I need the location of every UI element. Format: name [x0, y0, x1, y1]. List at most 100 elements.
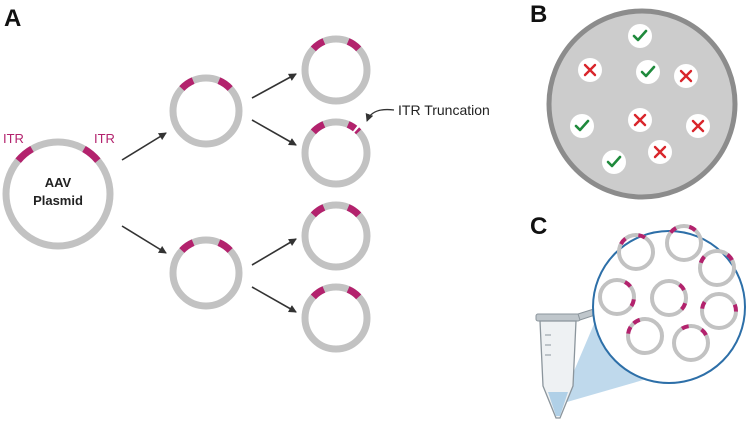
itr-segment [700, 328, 708, 337]
itr-segment [629, 298, 636, 308]
cross-stroke [691, 119, 705, 133]
itr-segment [310, 286, 326, 300]
colony-pass [570, 114, 594, 138]
plasmid-ring [698, 249, 736, 287]
check-stroke [640, 65, 656, 78]
plasmid-gen2-2-truncated [301, 118, 371, 188]
plasmid-gen1-bottom [169, 236, 243, 310]
plasmid-gen1-top [169, 74, 243, 148]
itr-segment [346, 286, 362, 300]
plasmid-ring [665, 224, 703, 262]
plasmid-label-line1: AAV [45, 175, 72, 190]
colony-fail [628, 108, 652, 132]
check-icon [632, 29, 648, 42]
itr-segment [680, 324, 690, 331]
colony-fail [648, 140, 672, 164]
itr-segment [698, 255, 706, 264]
panel-letter-b: B [530, 1, 547, 28]
arrow-to-gen2-3 [251, 238, 297, 266]
panel-a-plasmid-replication [2, 35, 395, 353]
itr-segment [179, 239, 195, 253]
cross-stroke [583, 63, 597, 77]
mini-plasmid-5 [650, 279, 688, 317]
itr-segment [626, 325, 633, 335]
cross-icon [633, 113, 647, 127]
panel-letter-a: A [4, 5, 21, 32]
cross-stroke [633, 113, 647, 127]
plasmid-ring [672, 324, 710, 362]
petri-dish [546, 8, 738, 200]
itr-truncation-gap [352, 125, 360, 133]
check-stroke [606, 155, 622, 168]
plasmid-gen2-4 [301, 283, 371, 353]
itr-segment [623, 280, 632, 288]
mini-plasmid-1 [617, 233, 655, 271]
check-icon [574, 119, 590, 132]
check-stroke [574, 119, 590, 132]
itr-segment [680, 302, 688, 311]
itr-segment [310, 121, 326, 135]
arrow-to-gen2-4 [251, 286, 297, 313]
plasmid-ring [598, 278, 636, 316]
cross-icon [679, 69, 693, 83]
mini-plasmid-3 [698, 249, 736, 287]
plasmid-ring [301, 35, 371, 105]
microcentrifuge-tube [535, 306, 602, 419]
itr-segment [179, 77, 195, 91]
arrow-to-gen1-top [121, 132, 167, 161]
plasmid-ring [2, 138, 114, 250]
panel-letter-c: C [530, 213, 547, 240]
plasmid-gen2-1 [301, 35, 371, 105]
itr-segment [346, 38, 362, 52]
itr-segment [217, 77, 233, 91]
arrow-to-gen1-bottom [121, 225, 167, 254]
itr-segment [726, 253, 734, 262]
plasmid-ring [650, 279, 688, 317]
itr-segment [637, 233, 647, 240]
panel-b-colony-screen [546, 8, 738, 200]
colony-fail [578, 58, 602, 82]
itr-segment [678, 283, 686, 292]
plasmid-label-line2: Plasmid [33, 193, 83, 208]
mini-plasmid-8 [672, 324, 710, 362]
itr-segment [700, 300, 707, 310]
tube-liquid [548, 392, 568, 416]
check-icon [606, 155, 622, 168]
itr-segment [82, 145, 101, 163]
truncation-pointer [365, 108, 395, 122]
itr-truncation-label: ITR Truncation [398, 102, 490, 118]
mini-plasmid-7 [626, 317, 664, 355]
itr-segment [632, 317, 641, 325]
aav-plasmid [2, 138, 114, 250]
plasmid-ring [617, 233, 655, 271]
colony-pass [628, 24, 652, 48]
plasmid-ring [169, 74, 243, 148]
panel-c-tube-zoom [535, 224, 746, 419]
check-stroke [632, 29, 648, 42]
mini-plasmid-2 [665, 224, 703, 262]
cross-stroke [679, 69, 693, 83]
cross-icon [583, 63, 597, 77]
itr-segment [669, 226, 678, 234]
colony-pass [602, 150, 626, 174]
colony-pass [636, 60, 660, 84]
itr-segment [346, 204, 362, 218]
mini-plasmid-6 [700, 292, 738, 330]
colony-fail [674, 64, 698, 88]
itr-segment [15, 145, 34, 163]
plasmid-ring [301, 201, 371, 271]
plasmid-gen2-3 [301, 201, 371, 271]
itr-segment [310, 38, 326, 52]
colony-fail [686, 114, 710, 138]
itr-segment [346, 121, 362, 135]
itr-segment [310, 204, 326, 218]
itr-segment [732, 303, 738, 312]
arrow-to-gen2-1 [251, 73, 297, 99]
itr-label-left: ITR [3, 131, 24, 146]
plasmid-ring [169, 236, 243, 310]
itr-segment [688, 224, 697, 232]
tube-rim [535, 313, 581, 322]
plasmid-ring [626, 317, 664, 355]
cross-icon [691, 119, 705, 133]
